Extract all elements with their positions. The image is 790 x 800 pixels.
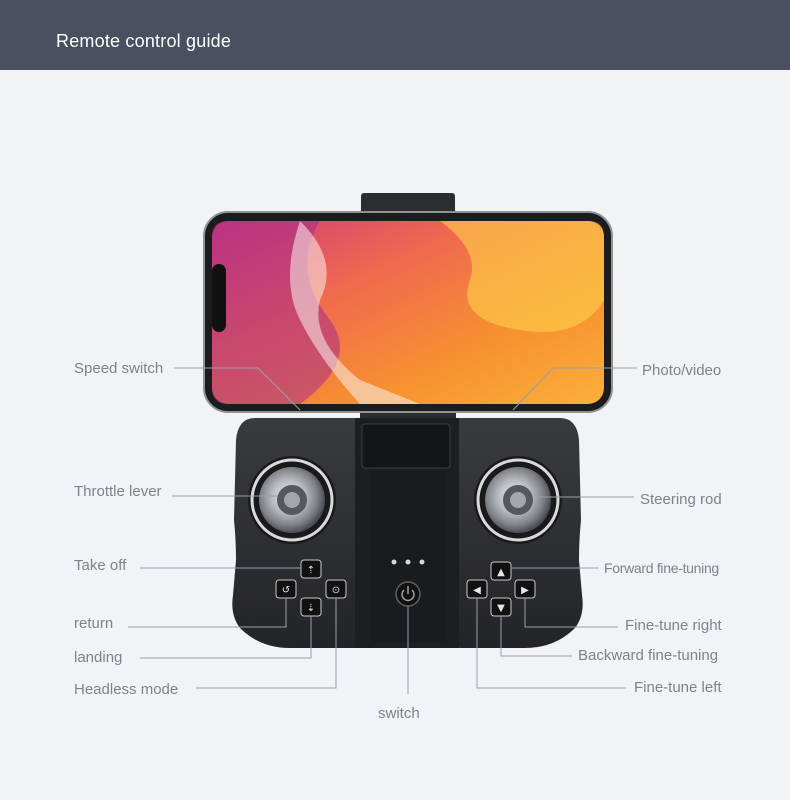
label-landing: landing bbox=[74, 649, 123, 666]
label-headless-mode: Headless mode bbox=[74, 681, 179, 698]
return-icon: ↺ bbox=[275, 579, 297, 599]
takeoff-icon: ⇡ bbox=[300, 559, 322, 579]
svg-text:▼: ▼ bbox=[497, 603, 505, 614]
svg-text:◀: ◀ bbox=[473, 585, 481, 596]
label-fine-tune-right: Fine-tune right bbox=[625, 617, 722, 634]
label-forward-fine-tuning: Forward fine-tuning bbox=[604, 560, 719, 576]
throttle-stick bbox=[248, 456, 336, 544]
arrow-right-icon: ▶ bbox=[514, 579, 536, 599]
svg-text:▶: ▶ bbox=[521, 585, 529, 596]
label-speed-switch: Speed switch bbox=[74, 360, 164, 377]
label-steering-rod: Steering rod bbox=[640, 491, 722, 508]
svg-text:⇡: ⇡ bbox=[307, 565, 315, 576]
svg-text:⇣: ⇣ bbox=[307, 603, 315, 614]
arrow-up-icon: ▲ bbox=[490, 561, 512, 581]
headless-icon: ⊙ bbox=[325, 579, 347, 599]
label-photo-video: Photo/video bbox=[642, 362, 722, 379]
label-throttle-lever: Throttle lever bbox=[74, 483, 162, 500]
landing-icon: ⇣ bbox=[300, 597, 322, 617]
phone-clamp-top bbox=[361, 193, 455, 215]
label-switch: switch bbox=[378, 705, 420, 722]
page-title: Remote control guide bbox=[56, 31, 232, 51]
label-take-off: Take off bbox=[74, 557, 127, 574]
power-icon bbox=[395, 581, 421, 607]
svg-text:⊙: ⊙ bbox=[332, 585, 340, 596]
arrow-left-icon: ◀ bbox=[466, 579, 488, 599]
arrow-down-icon: ▼ bbox=[490, 597, 512, 617]
steering-stick bbox=[474, 456, 562, 544]
label-fine-tune-left: Fine-tune left bbox=[634, 679, 722, 696]
page-header: Remote control guide bbox=[0, 0, 790, 70]
smartphone bbox=[203, 211, 613, 413]
leader-lines bbox=[128, 367, 637, 694]
label-backward-fine-tuning: Backward fine-tuning bbox=[578, 647, 719, 664]
label-return: return bbox=[74, 615, 114, 632]
svg-text:↺: ↺ bbox=[282, 585, 290, 596]
svg-text:▲: ▲ bbox=[497, 567, 505, 578]
